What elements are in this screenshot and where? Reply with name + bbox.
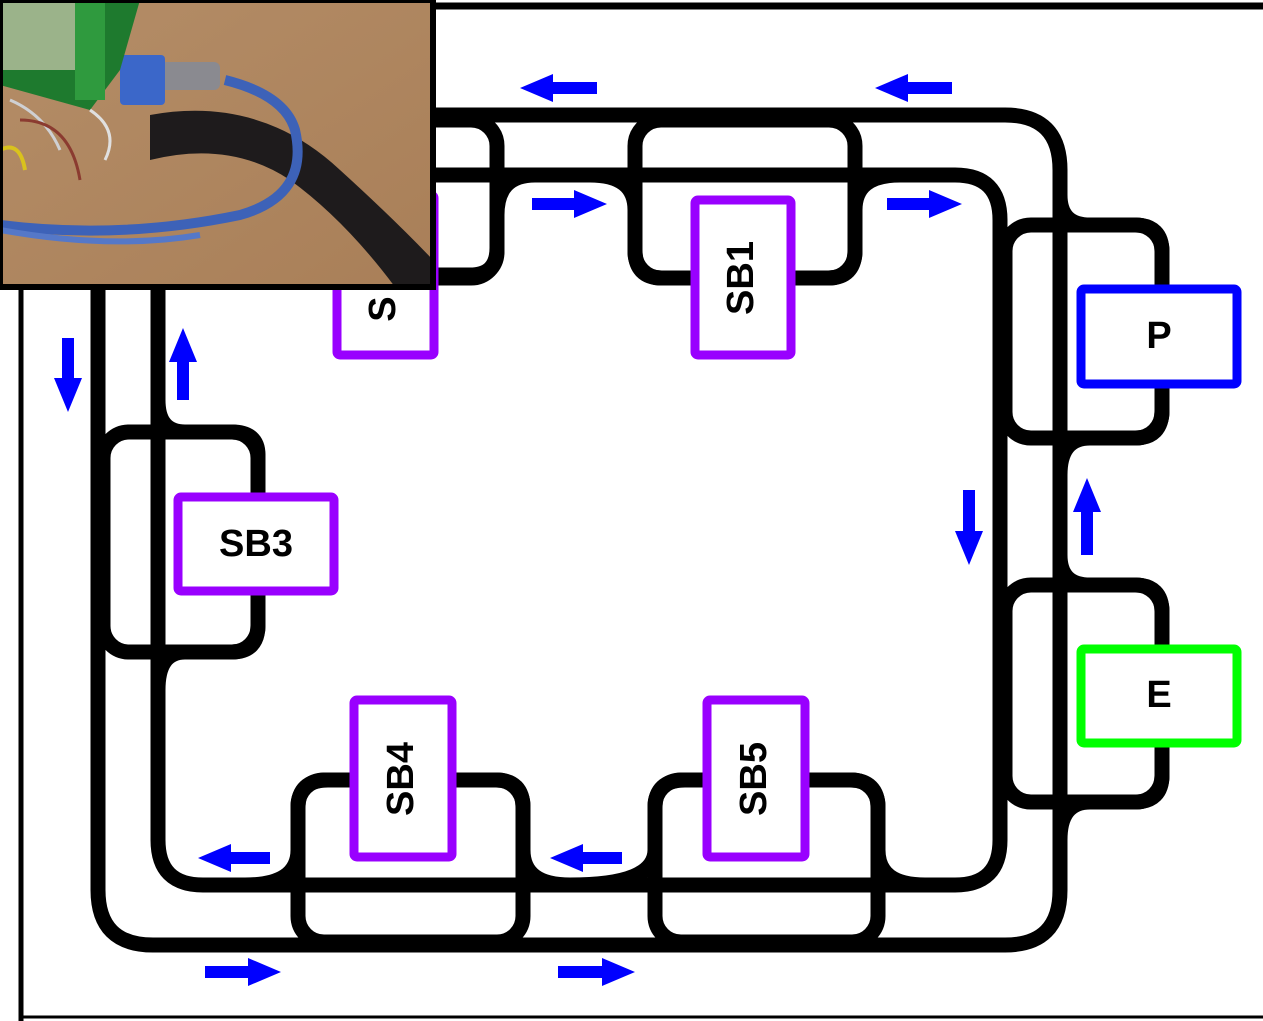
station-sb2-label: S (362, 296, 404, 321)
station-sb3-label: SB3 (219, 523, 293, 565)
station-p: P (1081, 289, 1237, 384)
arrow-down-icon (54, 338, 82, 412)
arrow-right-icon (205, 958, 281, 986)
arrow-right-icon (558, 958, 635, 986)
arrow-right-icon (532, 190, 607, 218)
inset-photo (0, 0, 433, 287)
siding-sb2-track (430, 175, 535, 275)
station-sb4-label: SB4 (380, 742, 422, 816)
arrow-left-icon (875, 74, 952, 102)
station-sb1-label: SB1 (720, 241, 762, 315)
station-e: E (1081, 649, 1237, 743)
station-e-label: E (1146, 674, 1171, 716)
arrow-right-icon (887, 190, 962, 218)
station-sb4: SB4 (354, 700, 452, 857)
station-sb5: SB5 (707, 700, 805, 857)
arrow-up-icon (169, 328, 197, 400)
arrow-left-icon (550, 844, 622, 872)
arrow-left-icon (520, 74, 597, 102)
arrow-down-icon (955, 490, 983, 565)
station-sb5-label: SB5 (733, 742, 775, 816)
station-sb3: SB3 (178, 497, 334, 591)
station-sb1: SB1 (695, 200, 791, 355)
station-p-label: P (1146, 315, 1171, 357)
arrow-left-icon (198, 844, 270, 872)
arrow-up-icon (1073, 478, 1101, 555)
